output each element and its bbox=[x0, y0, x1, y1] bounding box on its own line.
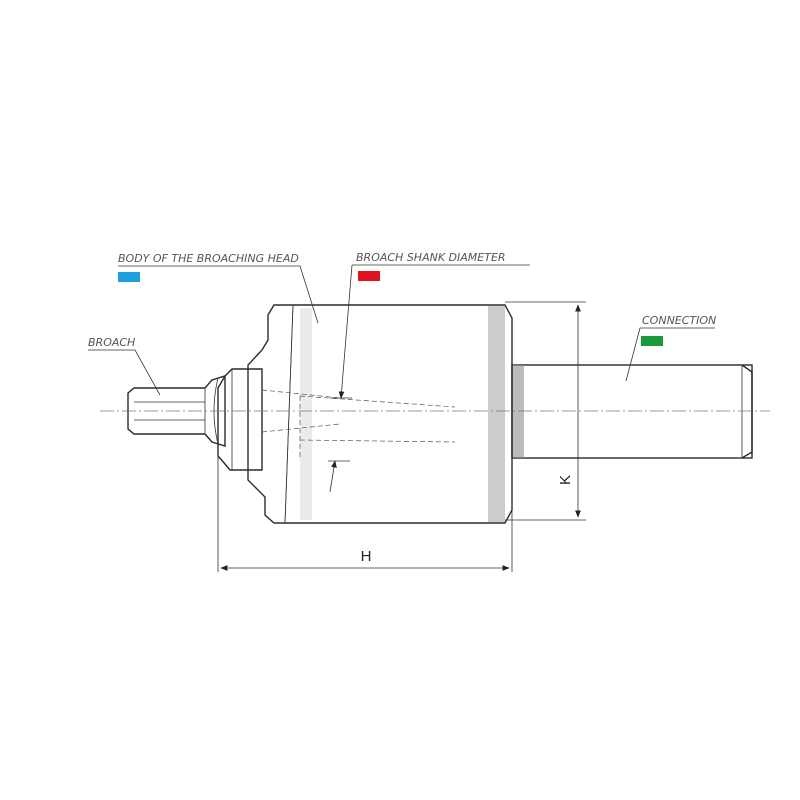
connection-leader bbox=[625, 327, 715, 382]
body-label: BODY OF THE BROACHING HEAD bbox=[118, 252, 299, 265]
dimension-k: K bbox=[505, 301, 586, 521]
callout-body: BODY OF THE BROACHING HEAD bbox=[118, 252, 319, 324]
connection-shank bbox=[511, 364, 753, 459]
broach-leader bbox=[88, 349, 161, 396]
hidden-taper-top bbox=[299, 395, 456, 408]
shank-arrow-lower bbox=[329, 460, 337, 493]
h-label: H bbox=[361, 548, 372, 565]
hidden-bore-top bbox=[261, 389, 341, 399]
connection-label: CONNECTION bbox=[642, 314, 716, 327]
body-right-shade bbox=[488, 306, 505, 522]
connection-shade bbox=[512, 365, 524, 458]
body-highlight bbox=[300, 308, 312, 520]
connection-shank-chamfer bbox=[741, 364, 753, 459]
k-label: K bbox=[557, 475, 574, 485]
body-rim-line bbox=[284, 304, 294, 524]
body-swatch bbox=[118, 272, 140, 282]
body-leader bbox=[118, 265, 319, 324]
hidden-lines bbox=[261, 389, 456, 460]
connection-shank-body bbox=[511, 364, 753, 459]
dimension-h: H bbox=[217, 445, 513, 572]
callout-connection: CONNECTION bbox=[625, 314, 716, 382]
broaching-head-body bbox=[247, 304, 513, 524]
broach-label: BROACH bbox=[88, 336, 135, 349]
callout-shank: BROACH SHANK DIAMETER bbox=[352, 251, 530, 281]
shank-arrow-upper bbox=[338, 264, 353, 399]
connection-swatch bbox=[641, 336, 663, 346]
body-outline bbox=[247, 304, 513, 524]
hidden-taper-bottom bbox=[299, 439, 456, 443]
shank-diameter-dimension bbox=[328, 264, 353, 493]
broach-tip bbox=[127, 375, 226, 447]
hidden-bore-bottom bbox=[261, 423, 341, 433]
callout-broach: BROACH bbox=[88, 336, 161, 396]
shank-label: BROACH SHANK DIAMETER bbox=[356, 251, 506, 264]
shank-swatch bbox=[358, 271, 380, 281]
